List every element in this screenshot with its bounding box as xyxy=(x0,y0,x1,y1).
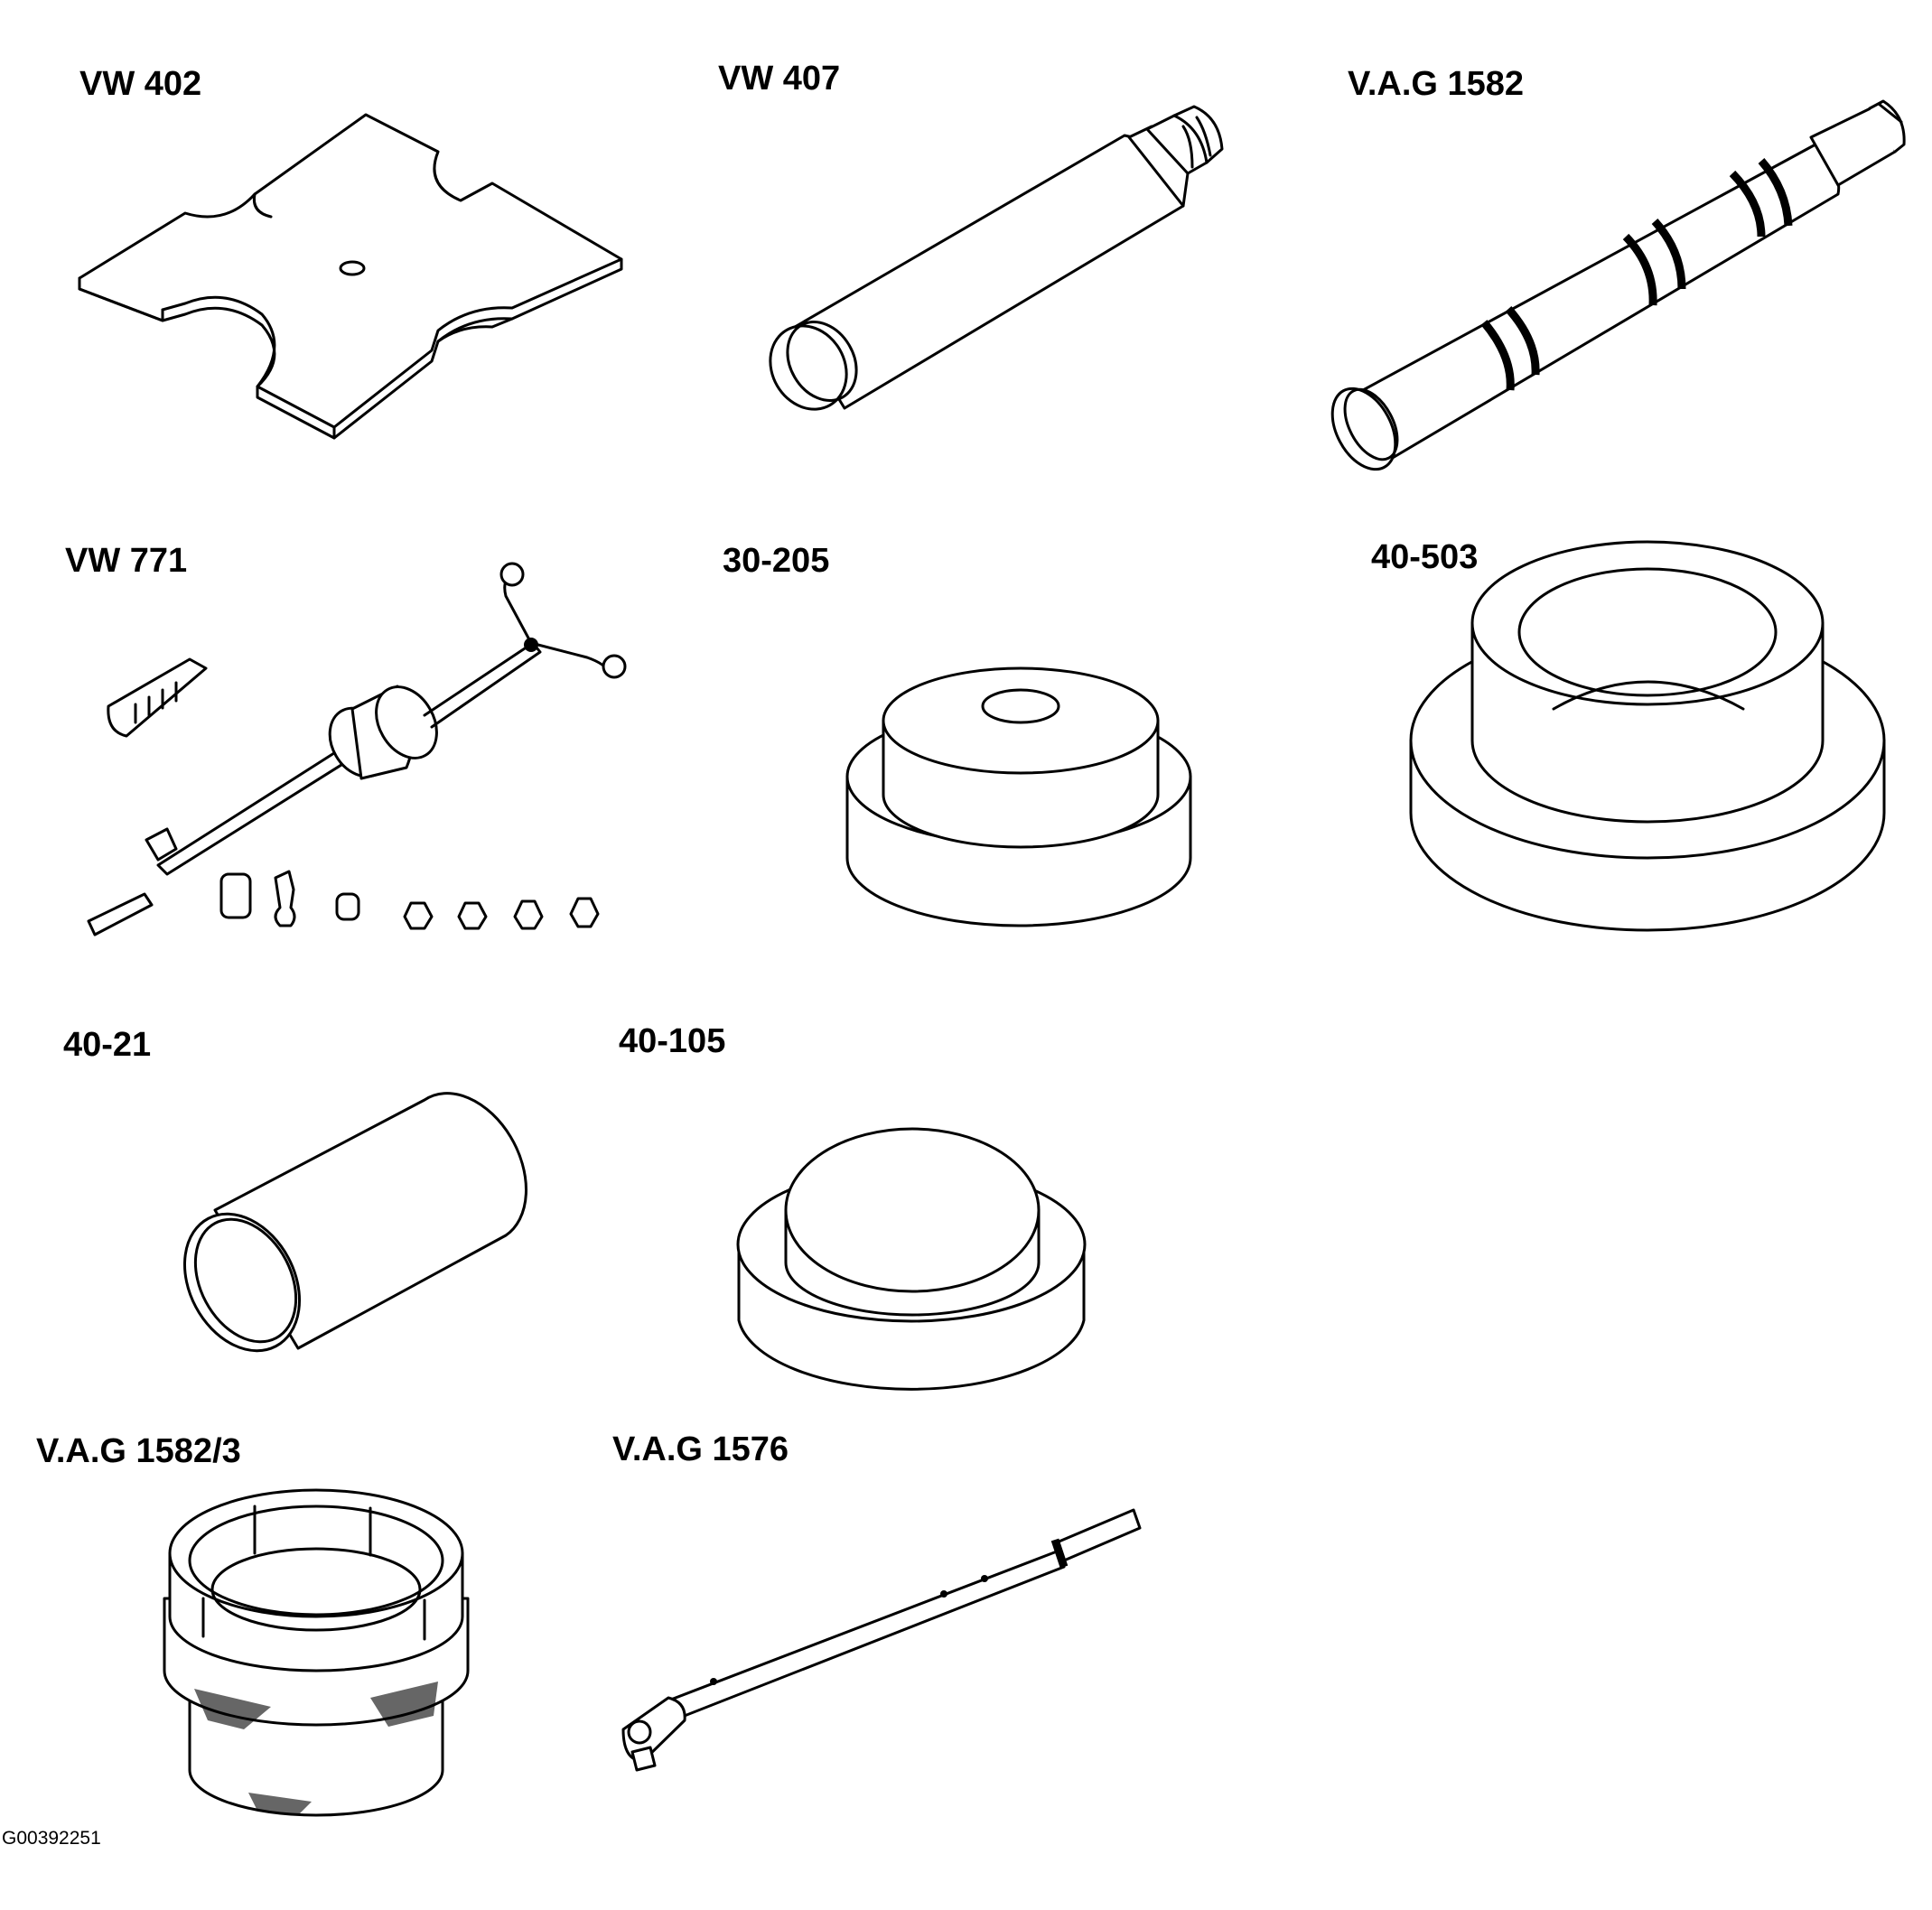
tool-vag1576-torque-wrench xyxy=(621,1508,1142,1772)
tool-vw402-plate xyxy=(78,113,623,440)
label-40503: 40-503 xyxy=(1371,538,1479,576)
label-vag1576: V.A.G 1576 xyxy=(612,1430,789,1468)
label-vag1582: V.A.G 1582 xyxy=(1348,65,1525,103)
tool-40105-stepped-block xyxy=(736,1127,1087,1391)
tool-vw771-puller-set xyxy=(87,562,627,936)
label-vw771: VW 771 xyxy=(65,542,188,580)
label-4021: 40-21 xyxy=(63,1026,152,1064)
figure-id: G00392251 xyxy=(2,1828,101,1849)
label-vag15823: V.A.G 1582/3 xyxy=(36,1432,241,1470)
label-vw402: VW 402 xyxy=(79,65,202,103)
tool-4021-tube xyxy=(182,1092,527,1353)
label-vw407: VW 407 xyxy=(718,60,841,98)
tool-vag1582-shaft xyxy=(1330,99,1906,471)
tool-30205-stepped-disc xyxy=(845,666,1192,927)
label-40105: 40-105 xyxy=(619,1022,726,1060)
tool-vag15823-adapter xyxy=(163,1488,470,1817)
tool-vw407-cylinder xyxy=(769,105,1224,411)
tool-40503-large-ring xyxy=(1409,540,1886,932)
label-30205: 30-205 xyxy=(723,542,830,580)
